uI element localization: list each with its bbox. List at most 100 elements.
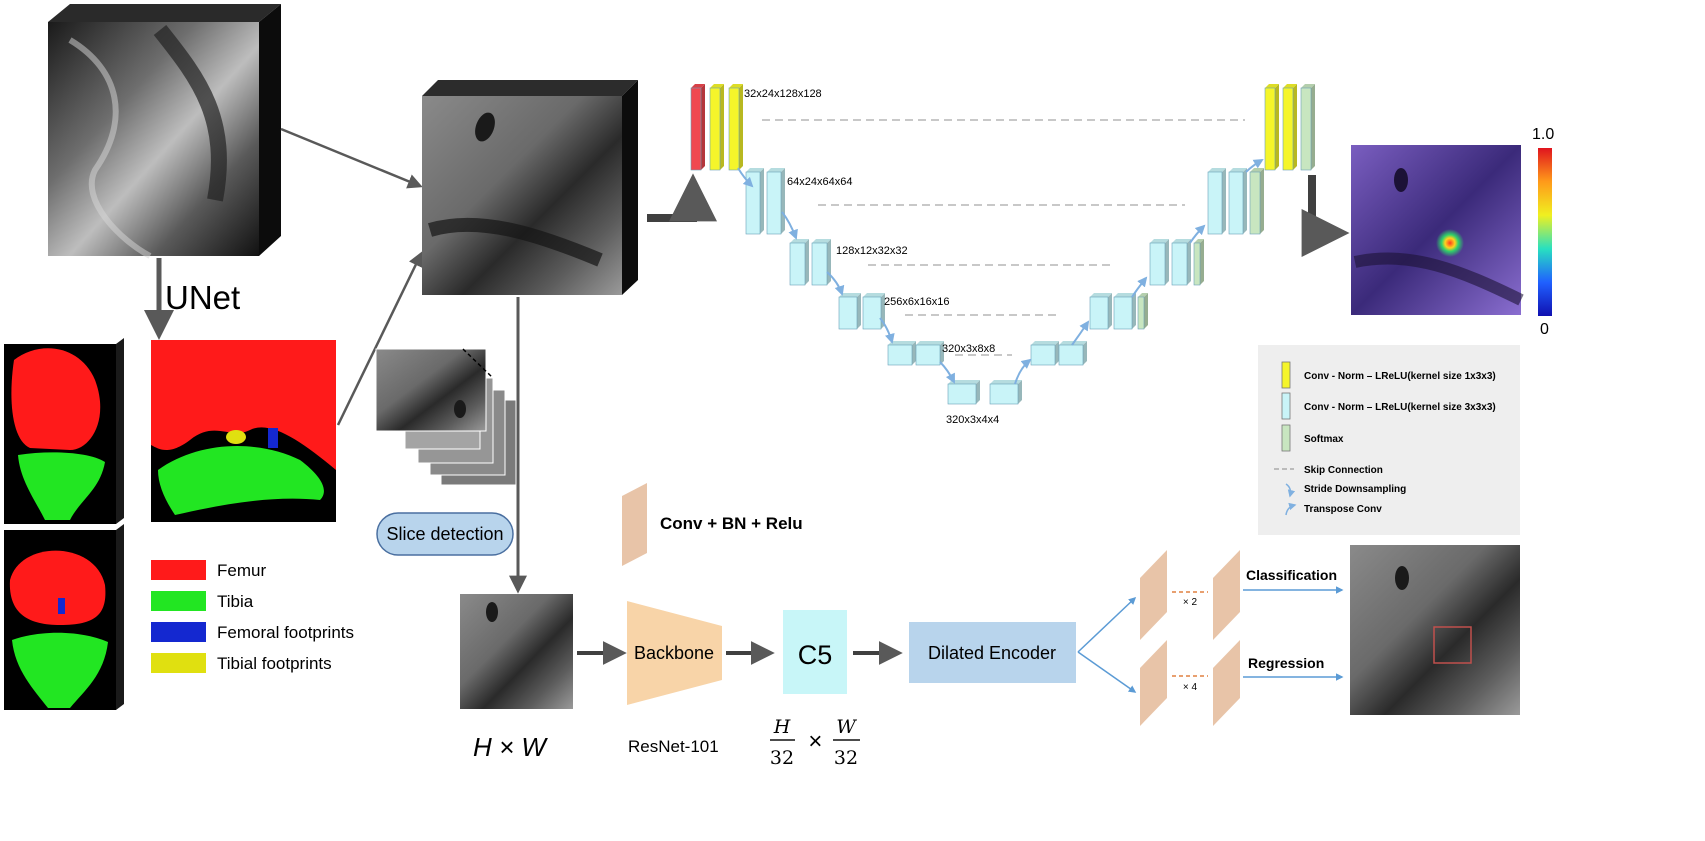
- enc5-conv-a: [887, 341, 916, 366]
- arrow-mri-to-crop: [280, 127, 423, 189]
- backbone-node: Backbone: [627, 601, 722, 705]
- heatmap-output-image: [1351, 145, 1524, 315]
- legend-transpose-icon: [1285, 502, 1297, 516]
- dec3-conv-b: [1171, 239, 1191, 286]
- dec3-softmax: [1193, 239, 1204, 286]
- segmentation-zoom: [151, 340, 336, 522]
- enc4-conv-b: [862, 293, 885, 330]
- arrow-crop-to-unet: [647, 173, 717, 222]
- enc1-conv-b: [728, 84, 743, 171]
- legend-skip-label: Skip Connection: [1304, 465, 1383, 476]
- c5-node: C5: [783, 610, 847, 694]
- svg-text:C5: C5: [798, 640, 833, 670]
- enc4-conv-a: [838, 293, 861, 330]
- svg-text:W: W: [836, 716, 857, 738]
- detection-output-image: [1350, 545, 1520, 715]
- tibia-label: Tibia: [217, 592, 254, 611]
- svg-text:Dilated Encoder: Dilated Encoder: [928, 643, 1056, 663]
- colorbar-min: 0: [1540, 321, 1549, 338]
- svg-text:× 2: × 2: [1183, 597, 1198, 608]
- legend-transpose-label: Transpose Conv: [1304, 504, 1382, 515]
- unet-input-block: [690, 84, 705, 171]
- femoral-footprints-label: Femoral footprints: [217, 623, 354, 642]
- svg-text:×: ×: [808, 728, 822, 755]
- svg-text:× 4: × 4: [1183, 682, 1198, 693]
- svg-text:Conv + BN + Relu: Conv + BN + Relu: [660, 514, 803, 533]
- dim-label-1: 32x24x128x128: [744, 88, 822, 100]
- dec2-conv-a: [1207, 168, 1226, 235]
- arrow-seg-to-crop: [336, 251, 423, 426]
- enc2-conv-b: [766, 168, 785, 235]
- segmentation-front-view: [4, 338, 124, 524]
- selected-slice: [460, 594, 573, 709]
- femur-swatch: [151, 560, 206, 580]
- cls-head: × 2: [1140, 550, 1240, 640]
- arrow-unet-to-heatmap: [1301, 175, 1350, 257]
- dec2-softmax: [1249, 168, 1264, 235]
- legend-softmax-label: Softmax: [1304, 434, 1344, 445]
- mri-volume-cube: [48, 4, 281, 259]
- regression-label: Regression: [1248, 655, 1324, 671]
- tibial-footprints-label: Tibial footprints: [217, 654, 332, 673]
- dec5-conv-b: [1058, 341, 1087, 366]
- transpose-up-4: [1071, 320, 1090, 346]
- feature-size-label: H 32 × W 32: [770, 716, 860, 769]
- tibial-footprints-swatch: [151, 653, 206, 673]
- slice-detection-node: Slice detection: [376, 512, 514, 556]
- svg-text:32: 32: [834, 747, 858, 769]
- bottleneck-conv-b: [989, 380, 1022, 405]
- conv-bn-relu-legend: Conv + BN + Relu: [622, 483, 803, 566]
- legend-conv1-swatch: [1281, 361, 1291, 389]
- segmentation-back-view: [4, 524, 124, 710]
- unet-architecture: [690, 84, 1315, 405]
- legend-conv3-swatch: [1281, 392, 1291, 420]
- dim-label-2: 64x24x64x64: [787, 176, 852, 188]
- dec3-conv-a: [1149, 239, 1169, 286]
- enc2-conv-a: [745, 168, 764, 235]
- legend-stride-label: Stride Downsampling: [1304, 484, 1406, 495]
- tibia-swatch: [151, 591, 206, 611]
- enc1-conv-a: [709, 84, 724, 171]
- stride-downsample-3: [826, 271, 845, 296]
- legend-stride-icon: [1285, 483, 1296, 498]
- slice-stack: [375, 348, 517, 486]
- dim-label-3: 128x12x32x32: [836, 245, 908, 257]
- colorbar-max: 1.0: [1532, 126, 1554, 143]
- output-softmax: [1300, 84, 1315, 171]
- reg-head: × 4: [1140, 640, 1240, 726]
- femur-label: Femur: [217, 561, 266, 580]
- detection-box: [1433, 626, 1472, 664]
- dilated-encoder-node: Dilated Encoder: [909, 622, 1076, 683]
- dim-label-6: 320x3x4x4: [946, 414, 999, 426]
- svg-text:Slice detection: Slice detection: [386, 524, 503, 544]
- unet-legend: Conv - Norm – LReLU(kernel size 1x3x3) C…: [1258, 345, 1520, 535]
- dec5-conv-a: [1030, 341, 1059, 366]
- cropped-volume-cube: [422, 80, 638, 295]
- dim-label-4: 256x6x16x16: [884, 296, 949, 308]
- svg-text:Backbone: Backbone: [634, 643, 714, 663]
- arrow-encoder-to-cls: [1077, 596, 1137, 653]
- legend-conv1-label: Conv - Norm – LReLU(kernel size 1x3x3): [1304, 371, 1496, 382]
- dec1-conv-a: [1264, 84, 1279, 171]
- stride-downsample-4: [879, 317, 895, 344]
- transpose-up-1: [1245, 158, 1264, 173]
- dec2-conv-b: [1228, 168, 1247, 235]
- dec1-conv-b: [1282, 84, 1297, 171]
- stride-downsample-5: [939, 361, 955, 384]
- legend-conv3-label: Conv - Norm – LReLU(kernel size 3x3x3): [1304, 402, 1496, 413]
- transpose-up-5: [1014, 358, 1032, 385]
- colorbar: 1.0 0: [1532, 126, 1554, 338]
- dec4-conv-a: [1089, 293, 1112, 330]
- stride-downsample-1: [737, 167, 754, 188]
- unet-label: UNet: [165, 279, 240, 316]
- seg-legend: Femur Tibia Femoral footprints Tibial fo…: [151, 560, 354, 673]
- arrow-encoder-to-reg: [1077, 651, 1137, 693]
- enc5-conv-b: [915, 341, 944, 366]
- transpose-up-2: [1189, 224, 1206, 244]
- transpose-up-3: [1131, 276, 1148, 298]
- stride-downsample-2: [781, 211, 798, 240]
- femoral-footprints-swatch: [151, 622, 206, 642]
- svg-text:H: H: [773, 716, 791, 738]
- classification-label: Classification: [1246, 567, 1337, 583]
